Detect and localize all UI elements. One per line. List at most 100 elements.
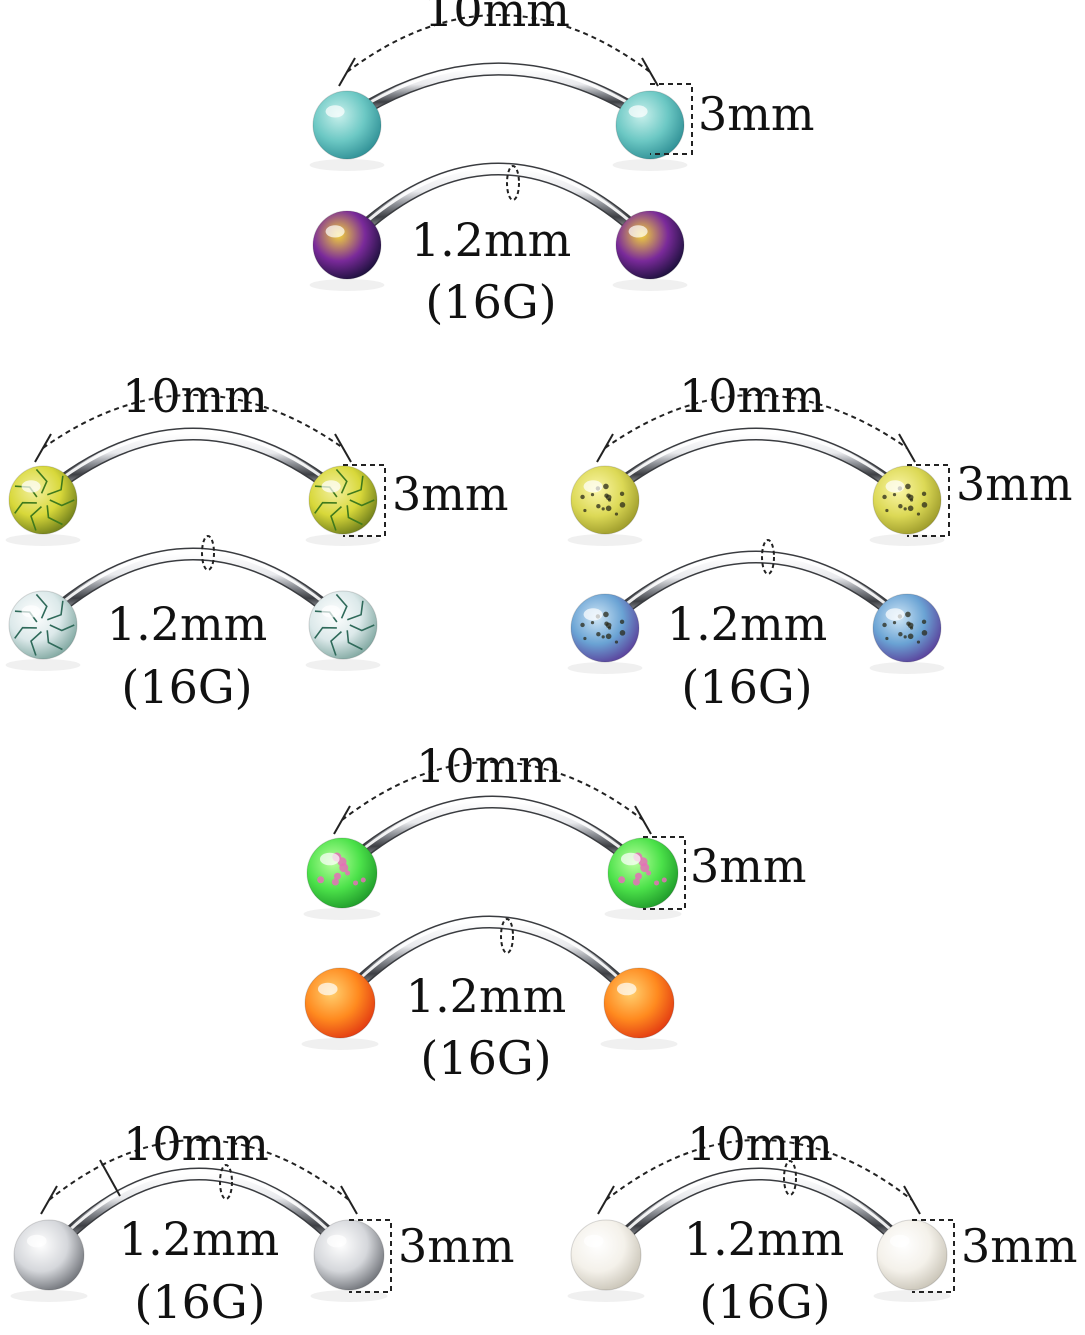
speckle xyxy=(604,621,609,626)
gauge-ring xyxy=(500,918,514,954)
length-endcap xyxy=(34,433,52,463)
ball-shadow xyxy=(10,1290,88,1302)
splatter xyxy=(654,880,660,886)
length-dimension xyxy=(34,394,352,463)
curved-bar xyxy=(352,164,645,238)
ball-shadow xyxy=(567,662,643,674)
ball-shadow xyxy=(309,159,385,171)
top-barbell xyxy=(5,427,381,546)
crackle-line xyxy=(330,506,342,531)
length-label: 10mm xyxy=(123,1117,269,1171)
ball-shine xyxy=(583,1234,604,1248)
crackle-line xyxy=(49,499,75,507)
crackle-line xyxy=(314,626,337,639)
splatter xyxy=(640,863,650,873)
crackle-line xyxy=(314,501,337,514)
ball-shadow xyxy=(567,534,643,546)
speckle xyxy=(882,494,887,500)
ball-shine xyxy=(616,982,637,996)
left-ball xyxy=(312,90,382,160)
ball-shine xyxy=(326,1234,347,1248)
ball-dimension xyxy=(349,1219,392,1293)
bar-highlight xyxy=(51,549,335,612)
ball-bracket xyxy=(907,464,950,537)
speckle xyxy=(604,493,609,498)
left-ball xyxy=(304,967,376,1039)
length-arc xyxy=(605,1139,913,1201)
splatter xyxy=(632,878,640,886)
splatter xyxy=(661,877,667,883)
bottom-barbell xyxy=(567,550,945,674)
right-ball xyxy=(872,465,942,535)
bar-highlight xyxy=(614,1169,904,1242)
gauge-label: (16G) xyxy=(699,1275,830,1329)
bottom-barbell xyxy=(301,915,678,1050)
speckle xyxy=(605,633,612,640)
ball-size-label: 3mm xyxy=(698,87,815,141)
speckle xyxy=(603,483,609,490)
speckle xyxy=(898,503,903,509)
ball-bracket xyxy=(912,1219,955,1293)
speckle xyxy=(903,507,907,511)
bar-highlight xyxy=(613,429,899,487)
splatter xyxy=(331,878,339,886)
speckle xyxy=(905,611,911,618)
crackle-line xyxy=(47,600,64,621)
ball-shine xyxy=(321,480,341,493)
length-arc xyxy=(604,394,908,449)
speckle xyxy=(614,640,619,644)
length-arc xyxy=(48,1139,350,1201)
right-ball xyxy=(313,1219,385,1291)
gauge-marker xyxy=(500,918,514,954)
crackle-line xyxy=(35,593,48,619)
thickness-label: 1.2mm xyxy=(684,1212,844,1266)
length-arc xyxy=(341,761,644,821)
ball-shine xyxy=(21,605,41,618)
speckle xyxy=(885,636,889,641)
thickness-label: 1.2mm xyxy=(411,213,571,267)
thickness-tick xyxy=(99,1159,121,1197)
tick-line xyxy=(99,1159,121,1197)
crackle-line xyxy=(346,630,363,651)
ball-shine xyxy=(317,982,338,996)
length-endcap xyxy=(634,805,652,835)
right-ball xyxy=(615,210,685,280)
crackle-line xyxy=(346,505,363,526)
length-dimension xyxy=(333,761,652,835)
ball-bracket xyxy=(643,836,686,910)
left-ball xyxy=(570,593,640,663)
speckle xyxy=(905,483,911,490)
curved-bar xyxy=(48,429,338,493)
bar-highlight xyxy=(355,64,642,112)
bar-highlight xyxy=(355,164,642,232)
thickness-label: 1.2mm xyxy=(107,597,267,651)
curved-bar xyxy=(347,797,638,866)
length-dimension xyxy=(338,14,659,87)
speckle xyxy=(921,630,928,636)
speckle xyxy=(892,493,897,497)
splatter xyxy=(333,872,341,880)
gauge-label: (16G) xyxy=(425,275,556,329)
crackle-line xyxy=(46,630,63,651)
crackle-line xyxy=(349,624,375,632)
ball-size-label: 3mm xyxy=(392,467,509,521)
speckle xyxy=(580,494,585,500)
gauge-label: (16G) xyxy=(681,660,812,714)
curved-bar xyxy=(610,552,902,621)
ball-shadow xyxy=(305,659,381,671)
ball-size-label: 3mm xyxy=(398,1219,515,1273)
speckle xyxy=(619,491,625,497)
length-endcap xyxy=(898,433,916,463)
bottom-barbell xyxy=(5,547,381,671)
speckle xyxy=(614,512,619,516)
ball-bracket xyxy=(650,83,693,155)
left-ball xyxy=(13,1219,85,1291)
ball-bracket xyxy=(343,464,386,537)
ball-bracket xyxy=(349,1219,392,1293)
right-ball xyxy=(603,967,675,1039)
barbell xyxy=(567,1167,951,1302)
gauge-label: (16G) xyxy=(134,1275,265,1329)
ball-shine xyxy=(583,608,603,621)
